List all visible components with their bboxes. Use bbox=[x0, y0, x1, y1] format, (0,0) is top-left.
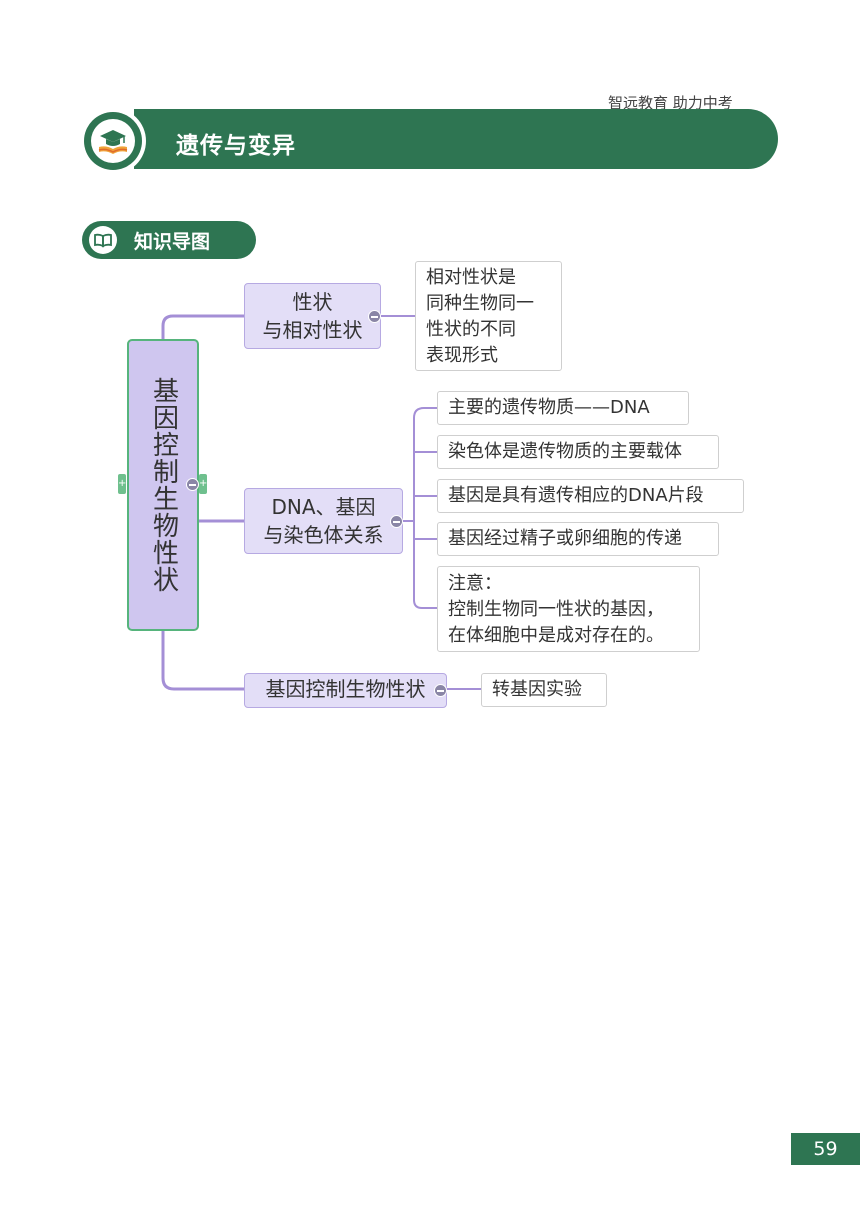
leaf-line: 基因经过精子或卵细胞的传递 bbox=[448, 528, 682, 549]
branch-label-line: DNA、基因 bbox=[271, 495, 376, 519]
page-number-box bbox=[791, 1133, 860, 1165]
leaf-line: 转基因实验 bbox=[492, 679, 582, 700]
collapse-icon[interactable] bbox=[390, 515, 403, 528]
leaf-line: 控制生物同一性状的基因， bbox=[448, 599, 664, 620]
leaf-line: 主要的遗传物质——DNA bbox=[448, 397, 650, 418]
leaf-transgenic-experiment[interactable]: 转基因实验 bbox=[481, 673, 607, 707]
branch-label-line: 性状 bbox=[292, 290, 333, 314]
section-title: 知识导图 bbox=[134, 231, 211, 253]
root-label: 基因控制生物性状 bbox=[148, 377, 179, 593]
leaf-line: 表现形式 bbox=[426, 345, 498, 366]
leaf-line: 染色体是遗传物质的主要载体 bbox=[448, 441, 682, 462]
chapter-banner bbox=[134, 109, 778, 169]
branch-label-line: 与染色体关系 bbox=[263, 523, 384, 547]
leaf-note-paired-genes[interactable]: 注意： 控制生物同一性状的基因， 在体细胞中是成对存在的。 bbox=[437, 566, 700, 652]
branch-node-dna-gene-chromosome[interactable]: DNA、基因 与染色体关系 bbox=[244, 488, 403, 554]
leaf-line: 同种生物同一 bbox=[426, 293, 534, 314]
chapter-title: 遗传与变异 bbox=[176, 133, 296, 159]
expand-right-icon[interactable]: + bbox=[199, 474, 207, 494]
leaf-gene-transmission[interactable]: 基因经过精子或卵细胞的传递 bbox=[437, 522, 719, 556]
graduation-cap-book-icon bbox=[91, 119, 135, 163]
leaf-line: 注意： bbox=[448, 573, 502, 594]
page-number: 59 bbox=[813, 1138, 838, 1160]
leaf-line: 基因是具有遗传相应的DNA片段 bbox=[448, 485, 704, 506]
leaf-gene-dna-segment[interactable]: 基因是具有遗传相应的DNA片段 bbox=[437, 479, 744, 513]
branch-label-line: 与相对性状 bbox=[262, 318, 363, 342]
leaf-line: 在体细胞中是成对存在的。 bbox=[448, 625, 664, 646]
leaf-line: 性状的不同 bbox=[426, 319, 516, 340]
branch-node-gene-controls-trait[interactable]: 基因控制生物性状 bbox=[244, 673, 447, 708]
leaf-dna-main-material[interactable]: 主要的遗传物质——DNA bbox=[437, 391, 689, 425]
leaf-chromosome-carrier[interactable]: 染色体是遗传物质的主要载体 bbox=[437, 435, 719, 469]
header-slogan: 智远教育 助力中考 bbox=[608, 94, 733, 112]
expand-left-icon[interactable]: + bbox=[118, 474, 126, 494]
collapse-icon[interactable] bbox=[186, 478, 199, 491]
branch-node-traits[interactable]: 性状 与相对性状 bbox=[244, 283, 381, 349]
collapse-icon[interactable] bbox=[368, 310, 381, 323]
leaf-relative-trait[interactable]: 相对性状是 同种生物同一 性状的不同 表现形式 bbox=[415, 261, 562, 371]
collapse-icon[interactable] bbox=[434, 684, 447, 697]
open-book-icon bbox=[89, 226, 117, 254]
leaf-line: 相对性状是 bbox=[426, 267, 516, 288]
branch-label-line: 基因控制生物性状 bbox=[265, 677, 426, 701]
